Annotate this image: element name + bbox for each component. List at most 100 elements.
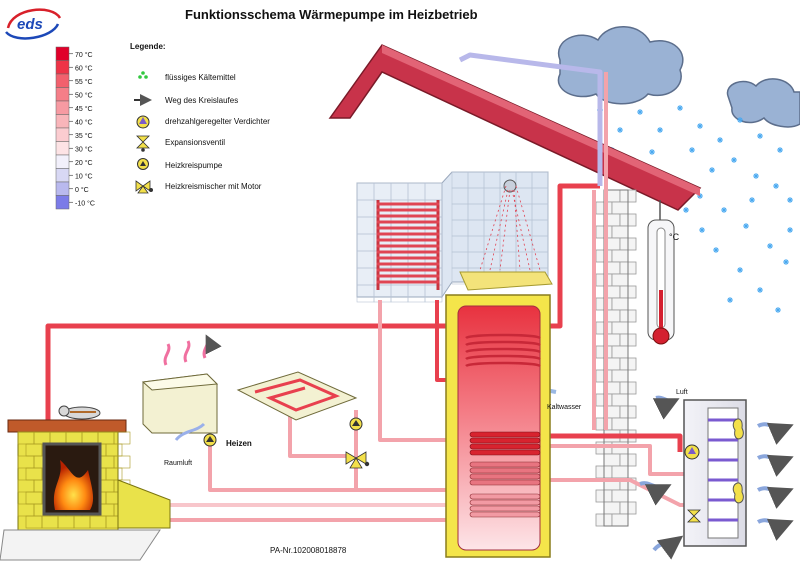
- snowflake-icon: [727, 297, 733, 303]
- temperature-label: 0 °C: [75, 186, 89, 194]
- thermometer: °C: [647, 200, 680, 345]
- heizen-label: Heizen: [226, 439, 252, 448]
- temperature-label: 60 °C: [75, 64, 93, 72]
- snowflake-icon: [637, 109, 643, 115]
- temperature-label: -10 °C: [75, 199, 95, 207]
- raumluft-label: Raumluft: [164, 460, 192, 467]
- snowflake-icon: [737, 117, 743, 123]
- legend-label-cycle: Weg des Kreislaufes: [165, 96, 238, 105]
- temperature-swatch: [55, 100, 70, 115]
- temperature-scale: 70 °C 60 °C 55 °C 50 °C 45 °C 40 °C 35 °C 30 °C…: [55, 46, 95, 210]
- outdoor-heat-pump: [683, 399, 747, 547]
- brick-wall: [595, 189, 637, 527]
- temperature-swatch: [55, 87, 70, 102]
- snowflake-icon: [649, 149, 655, 155]
- temperature-swatch: [55, 154, 70, 169]
- snowflake-icon: [717, 137, 723, 143]
- temperature-label: 55 °C: [75, 78, 93, 86]
- snowflake-icon: [743, 223, 749, 229]
- snowflake-icon: [757, 287, 763, 293]
- temperature-label: 40 °C: [75, 118, 93, 126]
- page-title: Funktionsschema Wärmepumpe im Heizbetrie…: [185, 7, 478, 22]
- legend-heading: Legende:: [130, 42, 166, 51]
- snowflake-icon: [731, 157, 737, 163]
- temperature-swatch: [55, 141, 70, 156]
- temperature-swatch: [55, 114, 70, 129]
- temperature-swatch: [55, 168, 70, 183]
- upper-coil: [465, 333, 541, 368]
- shower-tray: [459, 271, 553, 291]
- snowflake-icon: [775, 307, 781, 313]
- temperature-label: 45 °C: [75, 105, 93, 113]
- wall-pump: [349, 417, 363, 431]
- snowflake-icon: [689, 147, 695, 153]
- expansion-valve: [687, 509, 701, 523]
- pump-icon: [137, 158, 149, 170]
- air-flow-arrows: [639, 395, 794, 560]
- cat: [58, 405, 101, 420]
- mixer-valve: [345, 451, 370, 469]
- legend-label-pump: Heizkreispumpe: [165, 161, 223, 170]
- snowflake-icon: [713, 247, 719, 253]
- legend: Legende: flüssiges Kältemittel Weg des K…: [130, 42, 270, 194]
- temperature-swatch: [55, 195, 70, 210]
- mixer-valve-icon: [135, 180, 153, 194]
- luft-label: Luft: [676, 389, 688, 396]
- legend-label-refrigerant: flüssiges Kältemittel: [165, 73, 236, 82]
- eds-logo: eds: [5, 8, 62, 40]
- heating-pump: [203, 433, 217, 447]
- temperature-label: 50 °C: [75, 91, 93, 99]
- kaltwasser-label: Kaltwasser: [547, 404, 582, 411]
- snowflake-icon: [699, 227, 705, 233]
- storage-tank: [445, 294, 551, 558]
- expansion-valve-icon: [136, 135, 150, 152]
- heat-exchanger-coil: [469, 431, 541, 518]
- snowflake-icon: [753, 173, 759, 179]
- legend-label-mixer: Heizkreismischer mit Motor: [165, 182, 262, 191]
- temperature-swatch: [55, 127, 70, 142]
- legend-label-compressor: drehzahlgeregelter Verdichter: [165, 117, 270, 126]
- snowflake-icon: [737, 267, 743, 273]
- snowflake-icon: [787, 197, 793, 203]
- temperature-label: 10 °C: [75, 172, 93, 180]
- snowflake-icon: [683, 207, 689, 213]
- snowflake-icon: [787, 227, 793, 233]
- snowflake-icon: [677, 105, 683, 111]
- fireplace: [0, 405, 171, 561]
- shower-head: [479, 179, 541, 271]
- pipe-network: [45, 52, 694, 522]
- compressor-icon: [136, 115, 150, 129]
- snowflake-icon: [757, 133, 763, 139]
- refrigerant-dots-icon: [138, 71, 148, 79]
- clouds: [557, 26, 800, 128]
- temperature-label: 30 °C: [75, 145, 93, 153]
- wall-heating-panel: [236, 371, 358, 421]
- snowflake-icon: [721, 207, 727, 213]
- temperature-swatch: [55, 73, 70, 88]
- snowflake-icon: [709, 167, 715, 173]
- snowflake-icon: [657, 127, 663, 133]
- compressor: [684, 444, 700, 460]
- snowflakes: [597, 105, 793, 313]
- temperature-swatch: [55, 181, 70, 196]
- snowflake-icon: [617, 127, 623, 133]
- temperature-swatch: [55, 46, 70, 61]
- snowflake-icon: [773, 183, 779, 189]
- temperature-label: 35 °C: [75, 132, 93, 140]
- snowflake-icon: [783, 259, 789, 265]
- thermometer-unit: °C: [669, 232, 680, 242]
- space-heater: [141, 337, 217, 442]
- temperature-swatch: [55, 60, 70, 75]
- legend-label-expansion-valve: Expansionsventil: [165, 138, 225, 147]
- snowflake-icon: [767, 243, 773, 249]
- snowflake-icon: [777, 147, 783, 153]
- part-number: PA-Nr.102008018878: [270, 546, 347, 555]
- temperature-label: 70 °C: [75, 51, 93, 59]
- temperature-label: 20 °C: [75, 159, 93, 167]
- logo-text: eds: [17, 16, 43, 33]
- snowflake-icon: [749, 197, 755, 203]
- bathroom-wall: [356, 171, 553, 303]
- snowflake-icon: [697, 123, 703, 129]
